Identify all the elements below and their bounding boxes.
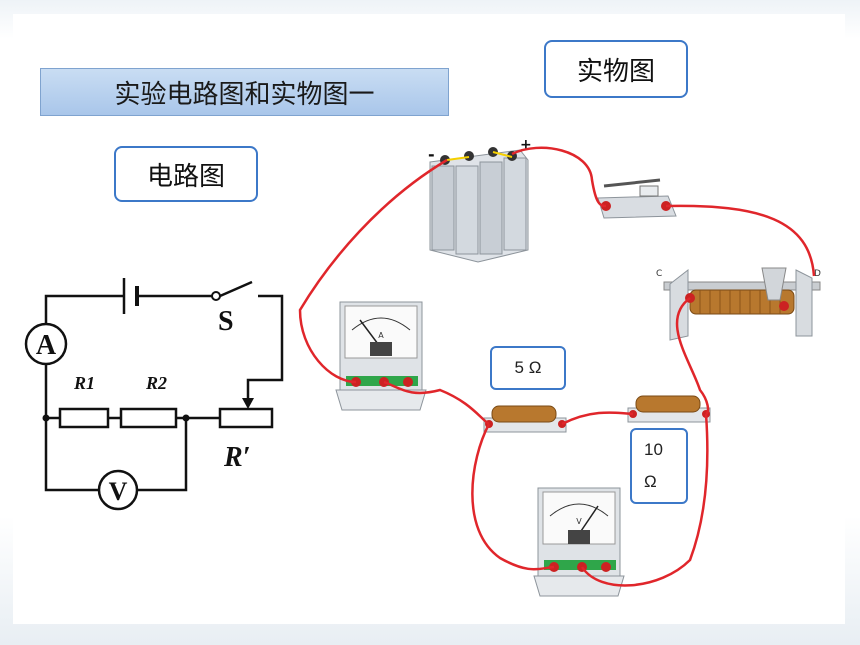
switch-label: S [218,306,234,337]
ammeter-letter: A [36,330,57,361]
wire-voltmeter-left [44,418,99,492]
junction-left [42,414,50,422]
rheostat-resistor [218,407,274,429]
wire-top-left [44,294,124,325]
voltmeter-letter: V [109,477,128,506]
wire-voltmeter-right [137,418,188,492]
svg-text:-: - [428,145,435,164]
ammeter-symbol [24,322,68,366]
r1-label: R1 [73,373,95,393]
connection-wires [298,146,816,587]
wire-right [246,294,284,402]
battery-pack: - + [428,137,532,263]
resistor-10ohm-value: 10 [644,440,663,459]
junction-right [182,414,190,422]
resistor-10ohm-label: 10 Ω [630,428,688,504]
r2-label: R2 [145,373,167,393]
switch-blade [219,280,253,298]
ammeter-device: A [335,301,427,411]
slide-title: 实验电路图和实物图一 [40,68,449,116]
voltmeter-symbol [97,469,139,511]
resistor-10ohm-unit: Ω [644,472,657,491]
rheostat-device: C D [656,267,821,341]
resistor-5ohm [483,405,567,433]
voltmeter-dial-letter: V [576,517,582,526]
resistor-5ohm-label: 5 Ω [490,346,566,390]
svg-text:D: D [814,269,821,279]
svg-text:+: + [520,137,532,153]
switch-device [597,178,677,219]
resistor-10ohm [627,395,711,423]
rheostat-arrow [242,398,254,409]
switch-contact [211,291,221,301]
physical-diagram-label: 实物图 [544,40,688,98]
svg-text:C: C [656,269,662,279]
circuit-diagram-label: 电路图 [114,146,258,202]
ammeter-dial-letter: A [378,331,384,340]
voltmeter-device: V [533,487,625,597]
rheostat-label: R′ [223,442,251,473]
